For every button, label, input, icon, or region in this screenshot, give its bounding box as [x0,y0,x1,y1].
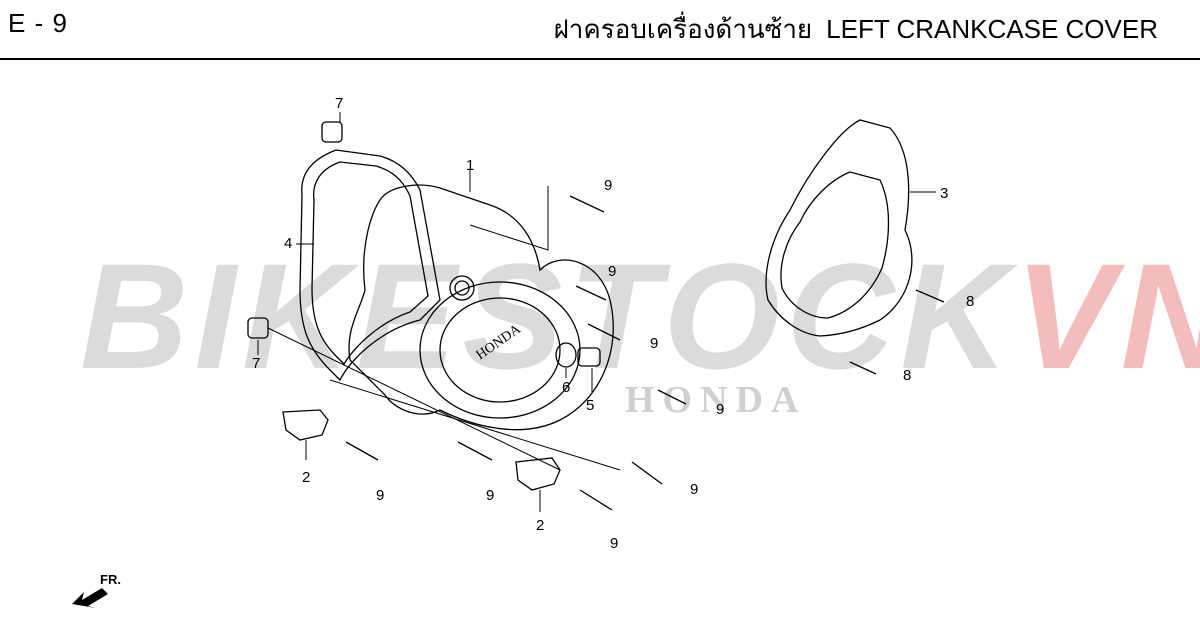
callout-7-left: 7 [252,355,260,372]
gasket-outline [299,149,441,382]
cover-filler-hole [449,275,475,301]
title-thai: ฝาครอบเครื่องด้านซ้าย [553,14,813,44]
title-english: LEFT CRANKCASE COVER [826,14,1158,44]
oring [555,342,577,368]
cover-dome [419,281,581,419]
watermark-main: BIKESTOCK [80,232,1015,400]
front-label: FR. [100,572,121,587]
watermark-brand: HONDA [625,379,807,421]
plug [577,347,601,367]
callout-9-g: 9 [690,481,698,498]
callout-1: 1 [466,157,474,174]
arrow-left-down-icon [72,588,108,608]
callout-5: 5 [586,397,594,414]
callout-4: 4 [284,235,292,252]
callout-9-e: 9 [376,487,384,504]
dowel-pin-left [247,317,269,339]
callout-9-a: 9 [604,177,612,194]
dowel-pin-top [321,121,343,143]
header-divider [0,58,1200,60]
callout-9-d: 9 [716,401,724,418]
callout-9-b: 9 [608,263,616,280]
cover-logo: HONDA [474,321,525,363]
sprocket-cover-body [765,119,913,337]
leader-lines [257,112,936,512]
callout-3: 3 [940,185,948,202]
callout-9-h: 9 [610,535,618,552]
gasket-inner [311,161,429,366]
front-direction-marker: FR. [72,572,121,608]
watermark-accent: VN [1014,232,1200,400]
callout-2-right: 2 [536,517,544,534]
callout-9-f: 9 [486,487,494,504]
page-header: E - 9 ฝาครอบเครื่องด้านซ้าย LEFT CRANKCAS… [0,0,1200,60]
callout-7-top: 7 [335,95,343,112]
clamp-left [282,409,329,441]
watermark: BIKESTOCKVN [80,230,1200,403]
bolts [345,195,945,511]
page-title: ฝาครอบเครื่องด้านซ้าย LEFT CRANKCASE COVE… [554,9,1158,50]
callout-6: 6 [562,379,570,396]
crankcase-cover-body [348,184,614,431]
clamp-right [515,457,561,491]
callout-2-left: 2 [302,469,310,486]
callout-8-upper: 8 [966,293,974,310]
callout-8-lower: 8 [903,367,911,384]
page-code: E - 9 [8,8,68,38]
callout-9-c: 9 [650,335,658,352]
